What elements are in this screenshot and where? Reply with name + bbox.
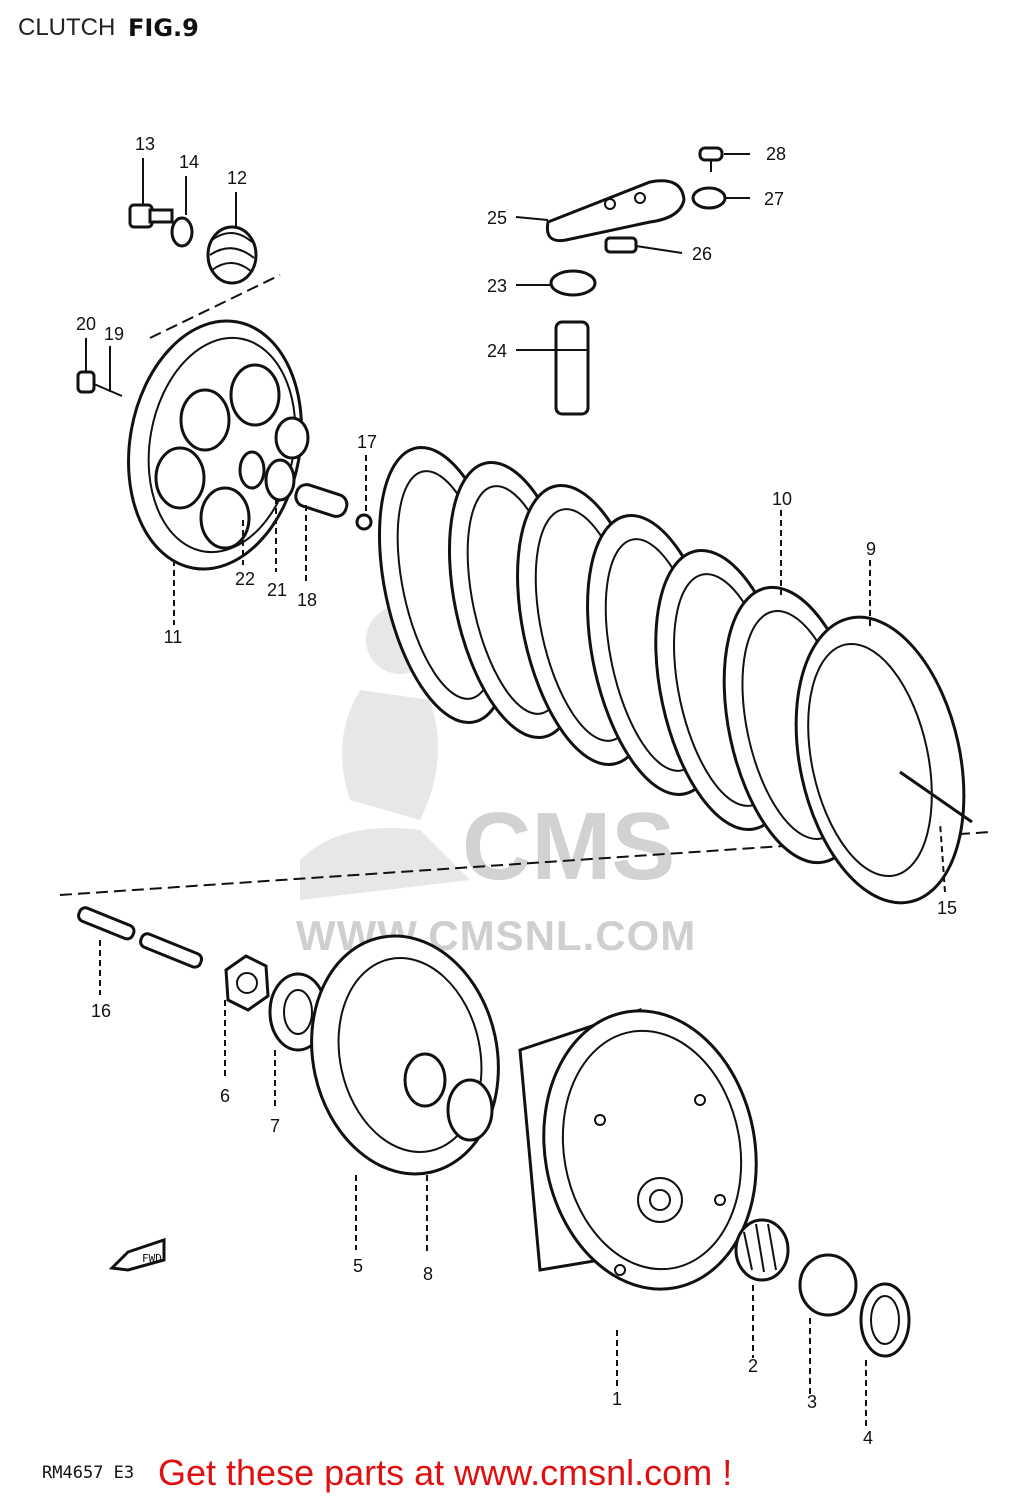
callout-24: 24 bbox=[487, 341, 507, 361]
forward-arrow-icon: FWD bbox=[108, 1237, 166, 1272]
callout-13: 13 bbox=[135, 134, 155, 154]
callout-11: 11 bbox=[164, 627, 183, 647]
watermark-logo: CMS bbox=[462, 793, 676, 900]
callout-25: 25 bbox=[487, 208, 507, 228]
callout-7: 7 bbox=[270, 1116, 280, 1136]
clutch-sleeve-hub bbox=[310, 934, 500, 1176]
bearing-spacer-washer bbox=[734, 1218, 911, 1358]
leader-lines bbox=[85, 153, 946, 1430]
figure-label: FIG.9 bbox=[128, 14, 199, 42]
section-title: CLUTCH bbox=[18, 14, 116, 41]
callout-4: 4 bbox=[863, 1428, 873, 1448]
clutch-outer-basket bbox=[518, 1007, 758, 1291]
spring-bolt-set bbox=[76, 203, 258, 397]
callout-26: 26 bbox=[692, 244, 712, 264]
clutch-plate-stack bbox=[377, 445, 973, 905]
forward-arrow-label: FWD bbox=[142, 1252, 162, 1265]
callout-27: 27 bbox=[764, 189, 784, 209]
callout-15: 15 bbox=[937, 898, 957, 918]
callout-numbers: 1 2 3 4 5 6 7 8 9 10 11 12 13 14 15 16 1… bbox=[76, 134, 957, 1448]
callout-6: 6 bbox=[220, 1086, 230, 1106]
callout-17: 17 bbox=[357, 432, 377, 452]
callout-22: 22 bbox=[235, 569, 255, 589]
callout-2: 2 bbox=[748, 1356, 758, 1376]
release-mechanism bbox=[545, 146, 727, 416]
callout-8: 8 bbox=[423, 1264, 433, 1284]
pressure-plate bbox=[127, 319, 373, 571]
callout-5: 5 bbox=[353, 1256, 363, 1276]
callout-28: 28 bbox=[766, 144, 786, 164]
model-code: RM4657 E3 bbox=[42, 1463, 135, 1483]
push-rods bbox=[77, 906, 204, 969]
callout-21: 21 bbox=[267, 580, 287, 600]
callout-10: 10 bbox=[772, 489, 792, 509]
callout-20: 20 bbox=[76, 314, 96, 334]
callout-3: 3 bbox=[807, 1392, 817, 1412]
callout-14: 14 bbox=[179, 152, 199, 172]
callout-19: 19 bbox=[104, 324, 124, 344]
callout-16: 16 bbox=[91, 1001, 111, 1021]
callout-9: 9 bbox=[866, 539, 876, 559]
promo-link[interactable]: Get these parts at www.cmsnl.com ! bbox=[158, 1452, 733, 1493]
callout-23: 23 bbox=[487, 276, 507, 296]
callout-1: 1 bbox=[612, 1389, 622, 1409]
callout-12: 12 bbox=[227, 168, 247, 188]
callout-18: 18 bbox=[297, 590, 317, 610]
